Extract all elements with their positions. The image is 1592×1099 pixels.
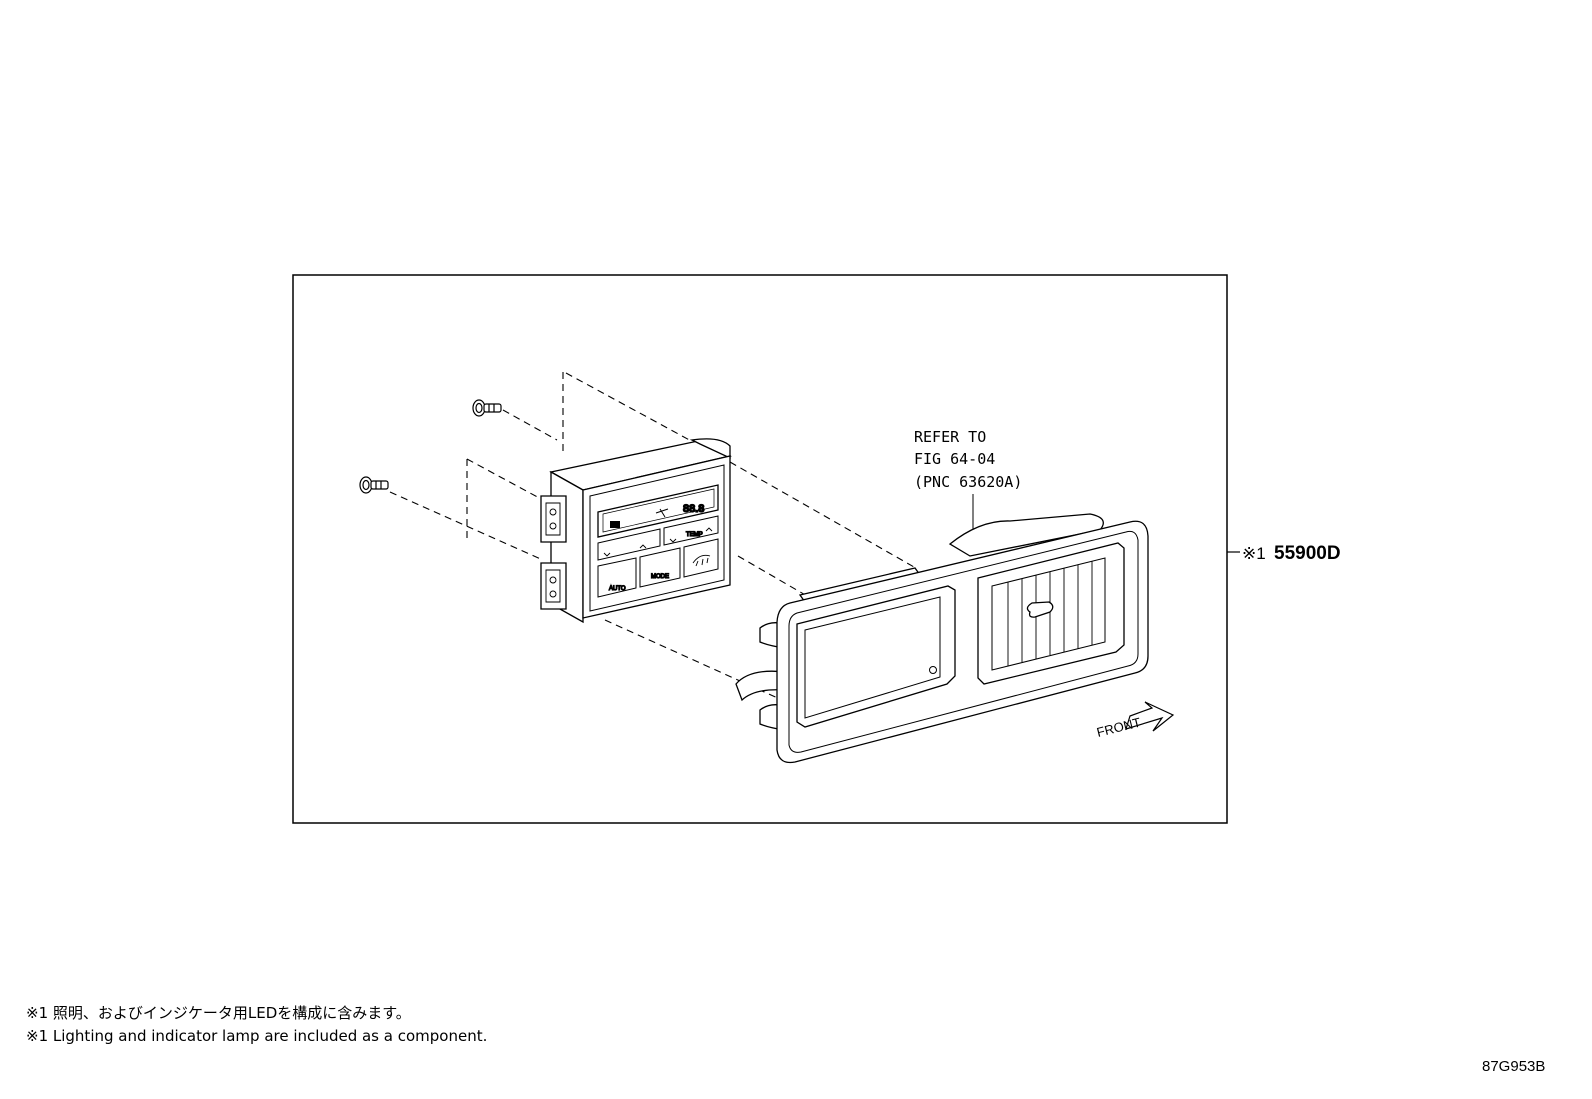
diagram-frame bbox=[292, 274, 1228, 824]
panel-display bbox=[597, 484, 719, 538]
button-defrost bbox=[683, 538, 719, 578]
defrost-icon bbox=[692, 554, 711, 567]
vent-grille bbox=[991, 557, 1106, 671]
front-label: FRONT bbox=[1095, 715, 1142, 740]
callout-line-1: REFER TO bbox=[914, 428, 986, 446]
button-fan-down bbox=[597, 528, 661, 561]
button-auto bbox=[597, 557, 637, 598]
callout-line-3: (PNC 63620A) bbox=[914, 473, 1022, 491]
temp-button-label: TEMP bbox=[686, 532, 703, 538]
vent-housing-back bbox=[948, 513, 1104, 557]
chevron-down-icon-2 bbox=[669, 538, 677, 543]
button-temp bbox=[663, 515, 719, 546]
chevron-down-icon bbox=[603, 552, 611, 557]
note-japanese: ※1 照明、およびインジケータ用LEDを構成に含みます。 bbox=[26, 1004, 411, 1022]
front-arrow-icon: FRONT bbox=[1095, 701, 1175, 740]
panel-bezel-inner bbox=[589, 464, 725, 612]
note-english: ※1 Lighting and indicator lamp are inclu… bbox=[26, 1027, 488, 1045]
button-mode bbox=[639, 547, 681, 588]
mode-button-label: MODE bbox=[651, 574, 669, 580]
part-note-mark: ※1 bbox=[1242, 544, 1266, 563]
vent-bezel-assembly bbox=[735, 513, 1149, 764]
temp-readout: 88.8 bbox=[683, 503, 704, 515]
chevron-up-icon bbox=[639, 544, 647, 549]
screw-lower-icon bbox=[359, 476, 389, 494]
illustration-code: 87G953B bbox=[1482, 1058, 1546, 1075]
chevron-up-icon-2 bbox=[705, 527, 713, 532]
vent-knob-icon bbox=[1026, 601, 1054, 618]
climate-control-panel: 88.8 TEMP AUTO MODE bbox=[540, 438, 732, 624]
refer-callout: REFER TO FIG 64-04 (PNC 63620A) bbox=[914, 428, 1022, 491]
part-number: 55900D bbox=[1274, 543, 1341, 564]
bezel-inner-outline bbox=[788, 530, 1139, 753]
fan-level-icon bbox=[610, 521, 620, 528]
airflow-icon bbox=[655, 508, 669, 518]
auto-button-label: AUTO bbox=[609, 586, 626, 592]
screw-upper-icon bbox=[472, 399, 502, 417]
control-panel-opening bbox=[796, 585, 956, 728]
callout-line-2: FIG 64-04 bbox=[914, 450, 995, 468]
